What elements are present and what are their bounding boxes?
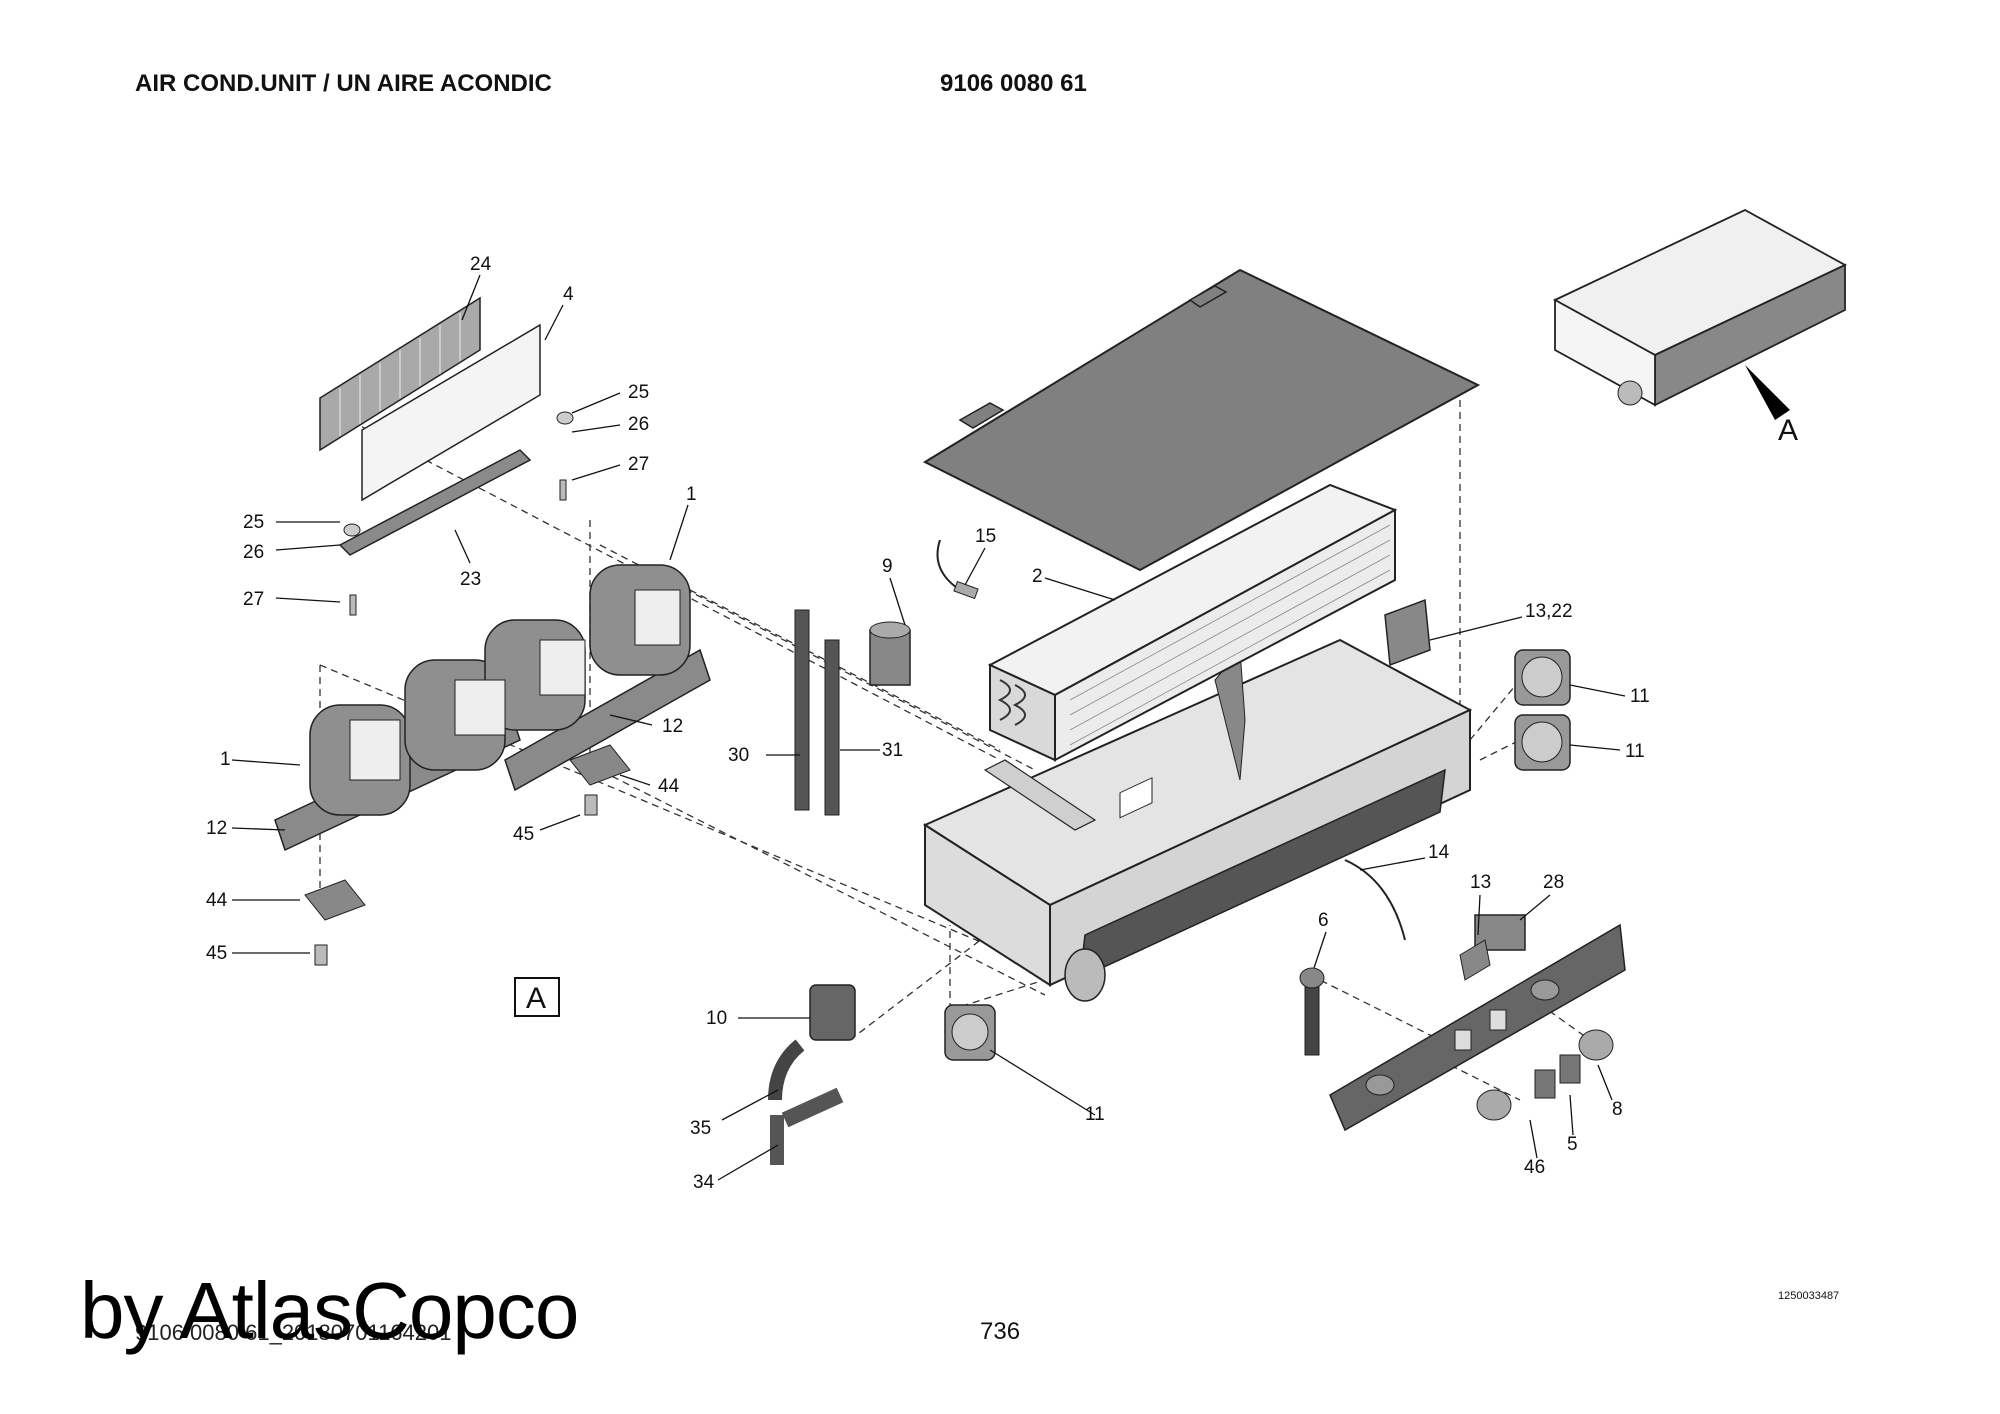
side-components: [944, 598, 1571, 1061]
housing: [922, 638, 1473, 1002]
callout-46: 46: [1524, 1157, 1545, 1178]
callout-44: 44: [206, 890, 228, 911]
callout-23: 23: [460, 569, 481, 590]
callout-27: 27: [628, 454, 649, 475]
callout-31: 31: [882, 740, 903, 761]
file-name: 9106 0080 61_20180701164201: [135, 1320, 452, 1345]
callout-11: 11: [1625, 741, 1645, 762]
callout-13-22: 13,22: [1525, 601, 1573, 622]
callout-35: 35: [690, 1118, 711, 1139]
callout-1: 1: [220, 749, 231, 770]
callout-30: 30: [728, 745, 749, 766]
drain-parts: [768, 984, 856, 1165]
callout-34: 34: [693, 1172, 715, 1193]
leader-lines: [231, 274, 1626, 1181]
callout-45: 45: [206, 943, 227, 964]
callout-9: 9: [882, 556, 893, 577]
part-number: 9106 0080 61: [940, 70, 1087, 97]
callout-44: 44: [658, 776, 680, 797]
callout-25: 25: [243, 512, 264, 533]
callout-26: 26: [243, 542, 264, 563]
callout-45: 45: [513, 824, 534, 845]
filter-assembly: [319, 296, 541, 502]
callout-25: 25: [628, 382, 649, 403]
callout-4: 4: [563, 284, 574, 305]
callout-1: 1: [686, 484, 697, 505]
callout-10: 10: [706, 1008, 727, 1029]
detail-label-a: A: [526, 982, 546, 1015]
callout-13: 13: [1470, 872, 1491, 893]
callout-15: 15: [975, 526, 996, 547]
callout-12: 12: [662, 716, 683, 737]
callout-28: 28: [1543, 872, 1564, 893]
callout-8: 8: [1612, 1099, 1623, 1120]
bracket: [338, 411, 574, 616]
callout-labels: 24 4 25 26 27 25 26 27 23 1 1 12 12 44 4…: [206, 254, 1650, 1193]
callout-6: 6: [1318, 910, 1329, 931]
page-title: AIR COND.UNIT / UN AIRE ACONDIC: [135, 70, 552, 97]
callout-5: 5: [1567, 1134, 1578, 1155]
callout-11: 11: [1630, 686, 1650, 707]
callout-24: 24: [470, 254, 492, 275]
detail-box-a: [514, 977, 560, 1017]
callout-12: 12: [206, 818, 227, 839]
page-number: 736: [980, 1318, 1021, 1345]
drawing-reference: 1250033487: [1778, 1290, 1840, 1302]
control-panel: [1299, 923, 1626, 1132]
valve-and-pipes: [794, 539, 979, 816]
callout-2: 2: [1032, 566, 1043, 587]
unit-overview: [1553, 208, 1847, 420]
cover-plate: [922, 268, 1481, 572]
watermark: by AtlasCopco: [80, 1266, 579, 1355]
callout-14: 14: [1428, 842, 1450, 863]
callout-27: 27: [243, 589, 264, 610]
blower-assembly: [274, 564, 711, 966]
coil: [987, 483, 1398, 762]
callout-11: 11: [1085, 1104, 1105, 1125]
view-marker-a: A: [1778, 414, 1798, 447]
callout-26: 26: [628, 414, 649, 435]
